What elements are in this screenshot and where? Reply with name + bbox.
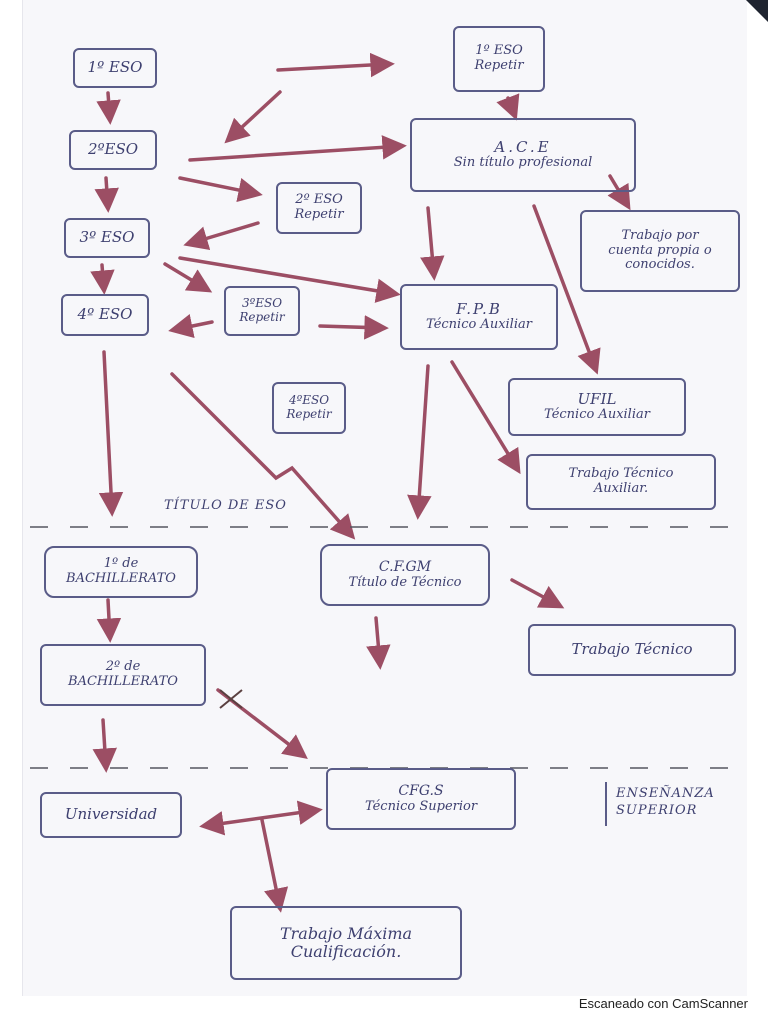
node-trabajo-maxima-cualificacion: Trabajo Máxima Cualificación. (230, 906, 462, 980)
cross-mark (219, 689, 243, 709)
label-ensenanza-line2: SUPERIOR (616, 802, 698, 818)
node-cfgs-title: CFG.S (398, 783, 444, 800)
node-1-bach-line2: BACHILLERATO (66, 571, 176, 586)
node-2-eso-repetir: 2º ESO Repetir (276, 182, 362, 234)
arrow-eso1-eso2 (96, 91, 121, 125)
node-3-eso-repetir-sub: Repetir (239, 310, 285, 324)
node-1-eso: 1º ESO (73, 48, 157, 88)
node-3-eso-repetir-title: 3ºESO (241, 296, 283, 311)
arrow-ace-ufil (532, 204, 601, 375)
arrow-fpb-cfgm (407, 364, 432, 520)
node-ufil-sub: Técnico Auxiliar (544, 407, 650, 423)
node-trabajo-tecnico-label: Trabajo Técnico (571, 640, 693, 659)
node-2-bach-line2: BACHILLERATO (68, 674, 178, 689)
node-3-eso-label: 3º ESO (79, 228, 135, 247)
label-titulo-de-eso: TÍTULO DE ESO (164, 498, 287, 513)
node-1-bach-line1: 1º de (103, 556, 139, 572)
node-trabajo-max-line1: Trabajo Máxima (279, 923, 413, 943)
arrow-bach1-bach2 (96, 598, 122, 643)
arrow-eso2-repeat (178, 176, 263, 203)
node-3-eso-repetir: 3ºESO Repetir (224, 286, 300, 336)
arrow-eso2-ace (188, 135, 407, 162)
node-2-bach-line1: 2º de (105, 659, 141, 675)
arrow-bach2-univ (92, 718, 118, 773)
node-cfgs-sub: Técnico Superior (364, 798, 478, 814)
arrow-eso1-repeat-back (224, 90, 282, 144)
label-ensenanza-superior: ENSEÑANZA SUPERIOR (616, 786, 715, 820)
node-fpb: F.P.B Técnico Auxiliar (400, 284, 558, 350)
node-fpb-title: F.P.B (456, 299, 502, 318)
node-2-eso-repetir-sub: Repetir (294, 207, 344, 222)
arrow-eso3-repeat-fpb (318, 315, 389, 340)
node-1-eso-repetir: 1º ESO Repetir (453, 26, 545, 92)
arrow-ace-fpb (420, 206, 445, 281)
arrow-fpb-trabajo-aux (450, 360, 521, 475)
node-2-bachillerato: 2º de BACHILLERATO (40, 644, 206, 706)
arrow-cfgm-trabajo (510, 578, 565, 609)
arrow-to-eso1-repeat (276, 52, 395, 78)
node-fpb-sub: Técnico Auxiliar (426, 317, 532, 333)
node-3-eso: 3º ESO (64, 218, 150, 258)
arrow-univ-cfgs (199, 800, 323, 836)
node-trabajo-propia-line2: cuenta propia o (608, 242, 712, 258)
node-trabajo-tecnico: Trabajo Técnico (528, 624, 736, 676)
node-1-eso-repetir-title: 1º ESO (475, 43, 523, 59)
node-universidad-label: Universidad (64, 805, 158, 824)
arrow-cfgm-down (366, 616, 391, 670)
node-ufil-title: UFIL (577, 389, 617, 408)
scanned-paper (22, 0, 747, 996)
node-trabajo-propia-line1: Trabajo por (621, 227, 699, 243)
node-trabajo-tecnico-auxiliar: Trabajo Técnico Auxiliar. (526, 454, 716, 510)
arrow-eso2-eso3 (94, 176, 119, 213)
node-ace-sub: Sin título profesional (453, 155, 593, 171)
node-1-bachillerato: 1º de BACHILLERATO (44, 546, 198, 598)
arrow-eso4-bach1 (98, 350, 124, 517)
arrow-eso3-fpb (178, 256, 401, 303)
node-cfgm-sub: Título de Técnico (348, 574, 462, 590)
node-4-eso-label: 4º ESO (77, 305, 133, 324)
node-trabajo-max-line2: Cualificación. (290, 942, 402, 961)
node-1-eso-label: 1º ESO (87, 58, 143, 77)
arrow-eso3-eso4 (90, 263, 115, 295)
node-cfgm-title: C.F.GM (378, 559, 432, 576)
node-2-eso-repetir-title: 2º ESO (295, 192, 343, 208)
label-ensenanza-line1: ENSEÑANZA (616, 786, 715, 801)
page-corner (746, 0, 768, 22)
camscanner-footer: Escaneado con CamScanner (578, 996, 748, 1011)
arrow-eso4-cfgm (170, 372, 356, 540)
node-2-eso: 2ºESO (69, 130, 157, 170)
arrow-eso3-repeat-back (168, 314, 214, 339)
node-4-eso-repetir-sub: Repetir (286, 407, 332, 421)
node-4-eso-repetir: 4ºESO Repetir (272, 382, 346, 434)
arrow-eso3-repeat (163, 262, 213, 293)
node-cfgm: C.F.GM Título de Técnico (320, 544, 490, 606)
arrow-eso1-repeat-ace (496, 93, 520, 121)
node-ufil: UFIL Técnico Auxiliar (508, 378, 686, 436)
node-trabajo-aux-line2: Auxiliar. (593, 481, 649, 496)
node-ace: A.C.E Sin título profesional (410, 118, 636, 192)
node-4-eso: 4º ESO (61, 294, 149, 336)
node-universidad: Universidad (40, 792, 182, 838)
node-4-eso-repetir-title: 4ºESO (288, 393, 330, 408)
node-trabajo-propia-line3: conocidos. (625, 257, 695, 273)
arrow-eso2-repeat-back (183, 221, 260, 251)
arrow-to-trabajo-max (260, 818, 289, 913)
node-trabajo-aux-line1: Trabajo Técnico (568, 466, 674, 482)
node-2-eso-label: 2ºESO (87, 140, 139, 159)
node-1-eso-repetir-sub: Repetir (474, 58, 524, 73)
node-cfgs: CFG.S Técnico Superior (326, 768, 516, 830)
node-trabajo-cuenta-propia: Trabajo por cuenta propia o conocidos. (580, 210, 740, 292)
node-ace-title: A.C.E (494, 137, 552, 156)
